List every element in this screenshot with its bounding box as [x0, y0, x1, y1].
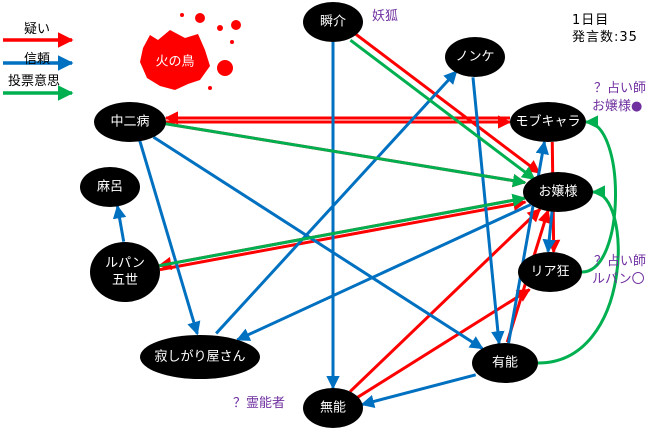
edge-suspect-lupin-to-ojou [159, 197, 527, 272]
node-mob[interactable]: モブキャラ [510, 102, 586, 142]
node-label: 有能 [492, 356, 518, 371]
dead-player-splat: 火の鳥 [140, 13, 241, 90]
legend-vote-label: 投票意思 [8, 74, 61, 89]
node-riajuu[interactable]: リア狂 [518, 252, 582, 292]
edge-trust-ojou-to-sabishi [236, 203, 532, 342]
legend-trust-label: 信頼 [24, 52, 51, 67]
edge-vote-riajuu-to-mob [581, 115, 617, 274]
edge-vote-chuuni-to-ojou [164, 122, 527, 188]
node-label: 中二病 [110, 115, 149, 130]
legend-suspect-label: 疑い [24, 22, 51, 37]
edge-trust-chuuni-to-yuunou [152, 135, 484, 350]
node-label: ノンケ [455, 50, 494, 65]
node-label: 麻呂 [97, 180, 123, 195]
edge-vote-yuunou-to-ojou [537, 185, 620, 365]
edge-trust-yuunou-to-munou [360, 373, 477, 409]
node-label: モブキャラ [515, 114, 580, 130]
note-seer2-line2: ルパン〇 [592, 272, 645, 287]
node-yuunou[interactable]: 有能 [472, 343, 538, 383]
edge-trust-ojou-to-riajuu [542, 211, 556, 253]
edge-suspect-munou-to-riajuu [356, 288, 531, 399]
node-shunsuke[interactable]: 瞬介 [303, 2, 363, 42]
dead-player-label: 火の鳥 [155, 55, 194, 70]
edge-suspect-munou-to-ojou [349, 208, 542, 393]
note-seer1-line2: お嬢様● [592, 99, 643, 114]
post-count: 発言数:35 [572, 30, 638, 45]
node-chuuni[interactable]: 中二病 [94, 102, 166, 142]
note-shunsuke: 妖狐 [372, 9, 399, 24]
edge-suspect-shunsuke-to-ojou [354, 32, 541, 175]
node-maro[interactable]: 麻呂 [80, 167, 140, 207]
note-seer1-line1: ？占い師 [594, 81, 647, 96]
node-munou[interactable]: 無能 [303, 388, 363, 428]
note-medium: ？霊能者 [233, 396, 286, 411]
edge-vote-shunsuke-to-ojou [349, 38, 536, 181]
edge-trust-chuuni-to-sabishi [138, 140, 201, 336]
note-seer2-line1: ？占い師 [594, 254, 647, 269]
node-label: リア狂 [530, 265, 569, 280]
node-ojou[interactable]: お嬢様 [523, 172, 593, 212]
edge-trust-lupin-to-maro [112, 204, 127, 242]
node-label: お嬢様 [538, 185, 577, 200]
edge-vote-lupin-to-ojou [158, 193, 527, 268]
node-label: ルパン [105, 256, 145, 271]
node-nonke[interactable]: ノンケ [445, 37, 505, 77]
node-label: 瞬介 [320, 15, 346, 30]
node-label: 五世 [112, 273, 138, 288]
node-sabishi[interactable]: 寂しがり屋さん [140, 335, 260, 379]
edge-trust-nonke-to-yuunou [471, 77, 505, 345]
node-label: 無能 [320, 401, 346, 416]
node-label: 寂しがり屋さん [154, 349, 245, 365]
day-label: 1日目 [572, 13, 610, 28]
edge-trust-sabishi-to-nonke [215, 70, 458, 335]
